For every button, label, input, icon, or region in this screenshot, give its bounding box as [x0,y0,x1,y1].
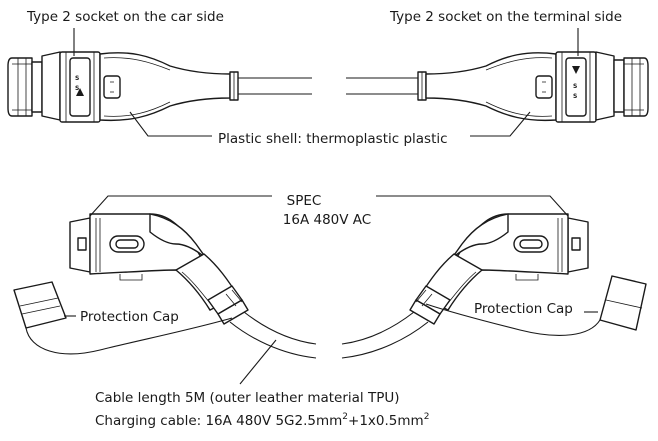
label-cable-length: Cable length 5M (outer leather material … [95,390,400,406]
marking-text: S [573,83,577,90]
label-protection-cap-right: Protection Cap [474,301,573,317]
top-left-connector: S S [7,51,312,123]
label-protection-cap-left: Protection Cap [80,309,179,325]
leader-cable [239,339,277,385]
spec-title: SPEC [287,193,322,209]
marking-text: S [75,75,79,82]
spec-value: 16A 480V AC [283,212,371,228]
label-plastic-shell: Plastic shell: thermoplastic plastic [218,131,448,147]
marking-text: S [573,93,577,100]
leader-shell-left [129,111,212,137]
leader-shell-right [470,111,531,137]
left-protection-cap [13,281,233,355]
label-car-side-socket: Type 2 socket on the car side [26,9,224,25]
marking-text: S [75,85,79,92]
right-protection-cap [425,275,647,336]
label-terminal-side-socket: Type 2 socket on the terminal side [389,9,622,25]
bottom-left-plug [69,195,317,359]
label-charging-cable: Charging cable: 16A 480V 5G2.5mm2+1x0.5m… [95,412,429,429]
bottom-right-plug [341,195,589,359]
top-right-connector: S S [346,51,649,123]
